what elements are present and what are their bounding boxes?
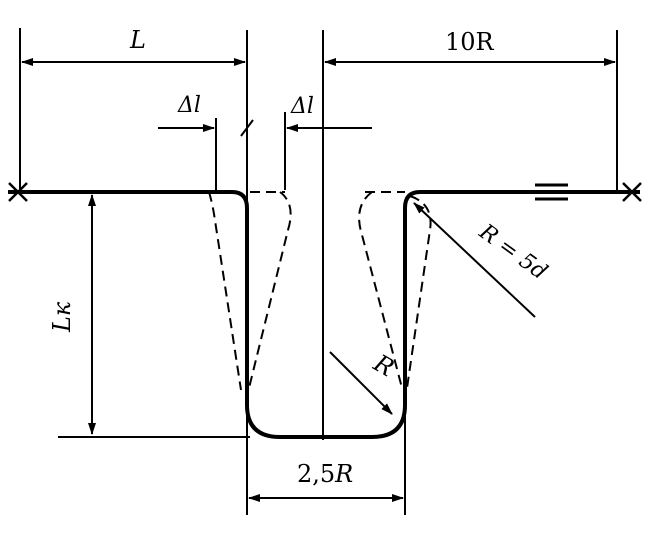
label-radius-inner: R (368, 348, 399, 382)
bent-profile (8, 190, 640, 439)
right-end-mark (622, 182, 642, 202)
equal-mark (535, 183, 568, 201)
delta-l-tick (240, 119, 254, 137)
radius-5d-leader (413, 202, 536, 318)
dashed-outlines (208, 191, 432, 391)
label-delta-l-right: Δl (290, 94, 314, 119)
label-2-5r: 2,5R (297, 460, 353, 488)
label-delta-l-left: Δl (177, 93, 201, 118)
left-end-mark (8, 182, 28, 202)
label-radius-5d: R = 5d (474, 219, 552, 285)
radius-inner-leader (329, 351, 393, 415)
label-lk: Lк (48, 301, 76, 333)
label-10r: 10R (445, 28, 495, 56)
label-l: L (129, 26, 146, 54)
